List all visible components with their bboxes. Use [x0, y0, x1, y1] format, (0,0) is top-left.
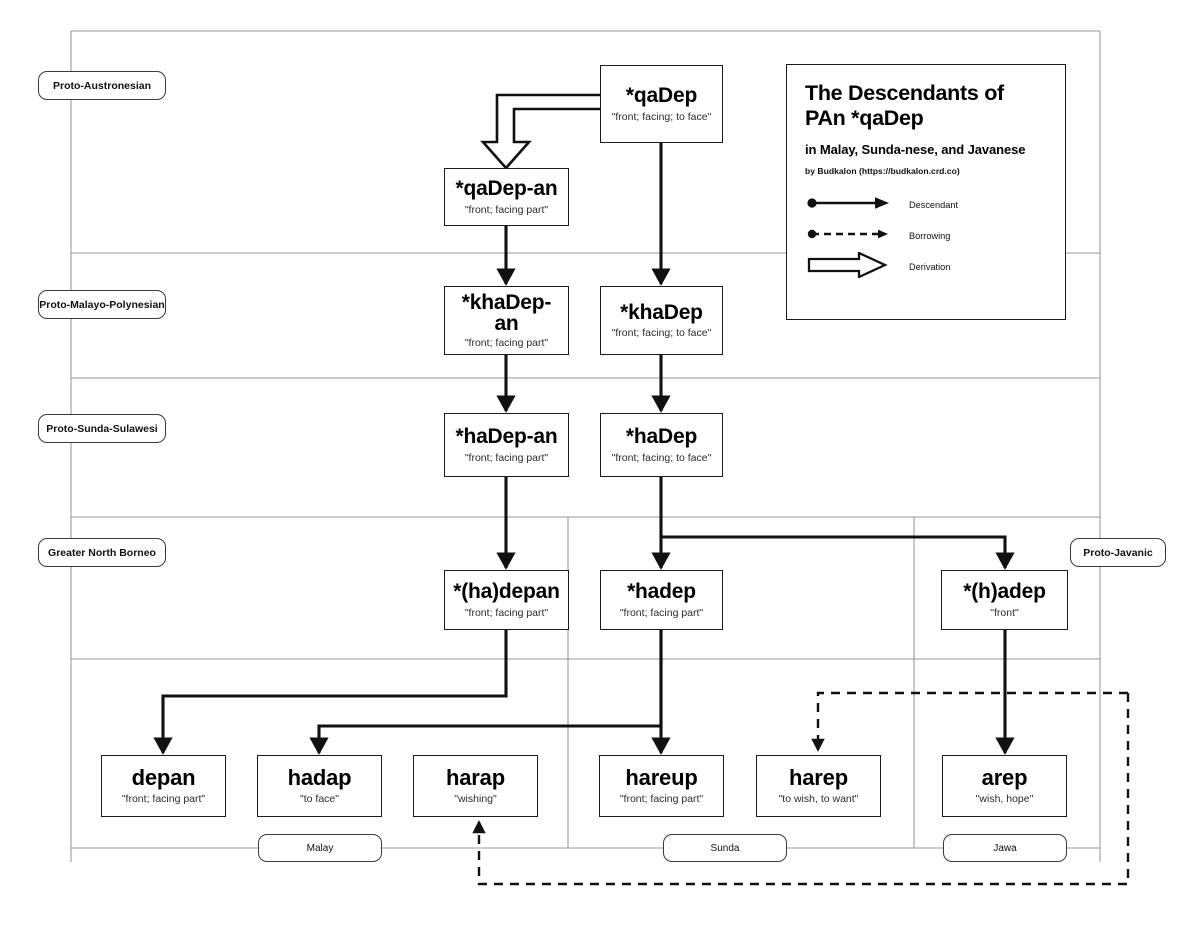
node-gloss: "to wish, to want" [778, 793, 859, 806]
node-form: *khaDep-an [461, 290, 552, 335]
node-gloss: "front; facing; to face" [611, 110, 712, 123]
node-qaDep: *qaDep "front; facing; to face" [600, 65, 723, 143]
legend-panel: The Descendants of PAn *qaDep in Malay, … [786, 64, 1066, 320]
derivation-arrow-icon [805, 251, 909, 283]
node-haDep: *haDep "front; facing; to face" [600, 413, 723, 477]
node-gloss: "front; facing part" [619, 793, 704, 806]
node-form: *(ha)depan [453, 580, 560, 603]
node-form: *(h)adep [963, 580, 1046, 603]
node-harap: harap "wishing" [413, 755, 538, 817]
language-label-text: Malay [306, 842, 334, 854]
node-gloss: "wishing" [454, 793, 497, 806]
node-haDep-an: *haDep-an "front; facing part" [444, 413, 569, 477]
node-gloss: "front; facing part" [619, 606, 704, 619]
node-gloss: "front; facing part" [464, 336, 549, 349]
stage-label-greater-north-borneo: Greater North Borneo [38, 538, 166, 567]
stage-label-proto-javanic: Proto-Javanic [1070, 538, 1166, 567]
node-qaDep-an: *qaDep-an "front; facing part" [444, 168, 569, 226]
legend-byline: by Budkalon (https://budkalon.crd.co) [805, 165, 960, 176]
legend-entries: Descendant Borrowing D [805, 190, 1047, 283]
node-h-adep: *(h)adep "front" [941, 570, 1068, 630]
node-harep: harep "to wish, to want" [756, 755, 881, 817]
node-gloss: "wish, hope" [975, 793, 1034, 806]
node-gloss: "front; facing part" [464, 203, 549, 216]
stage-label-text: Proto-Sunda-Sulawesi [46, 422, 158, 435]
node-form: *haDep [625, 425, 698, 448]
legend-subtitle: in Malay, Sunda-nese, and Javanese [805, 141, 1026, 157]
legend-row-descendant: Descendant [805, 190, 1047, 221]
language-label-malay: Malay [258, 834, 382, 862]
node-form: harap [446, 765, 505, 791]
node-depan: depan "front; facing part" [101, 755, 226, 817]
borrowing-arrow-icon [805, 225, 909, 248]
edge-arep-harep [811, 691, 1128, 752]
legend-title-line1: The Descendants of [805, 81, 1004, 105]
edge-haDep-hadep2 [661, 535, 1015, 570]
legend-row-derivation: Derivation [805, 251, 1047, 283]
descendant-arrow-icon [805, 194, 909, 217]
stage-label-proto-malayo-polynesian: Proto-Malayo-Polynesian [38, 290, 166, 319]
language-label-sunda: Sunda [663, 834, 787, 862]
node-form: arep [981, 765, 1028, 791]
node-form: hadap [287, 765, 352, 791]
node-form: depan [131, 765, 196, 791]
node-form: hareup [625, 765, 698, 791]
node-gloss: "front" [990, 606, 1019, 619]
language-label-text: Sunda [710, 842, 740, 854]
stage-label-text: Proto-Javanic [1083, 546, 1153, 559]
stage-label-text: Proto-Austronesian [52, 79, 151, 92]
stage-label-proto-austronesian: Proto-Austronesian [38, 71, 166, 100]
legend-label: Descendant [909, 200, 959, 211]
node-hadep: *hadep "front; facing part" [600, 570, 723, 630]
node-gloss: "front; facing part" [464, 451, 549, 464]
stage-label-text: Proto-Malayo-Polynesian [39, 298, 165, 311]
node-hareup: hareup "front; facing part" [599, 755, 724, 817]
node-ha-depan: *(ha)depan "front; facing part" [444, 570, 569, 630]
stage-label-text: Greater North Borneo [48, 546, 156, 559]
language-label-jawa: Jawa [943, 834, 1067, 862]
node-arep: arep "wish, hope" [942, 755, 1067, 817]
legend-label: Derivation [909, 262, 951, 273]
legend-title: The Descendants of PAn *qaDep [805, 81, 1047, 131]
node-gloss: "front; facing; to face" [611, 451, 712, 464]
node-form: *khaDep [620, 300, 703, 324]
node-form: *qaDep [625, 84, 698, 107]
node-khaDep-an: *khaDep-an "front; facing part" [444, 286, 569, 355]
node-form: *haDep-an [455, 425, 558, 448]
node-gloss: "front; facing part" [464, 606, 549, 619]
node-form: *qaDep-an [455, 177, 558, 200]
node-khaDep: *khaDep "front; facing; to face" [600, 286, 723, 355]
legend-label: Borrowing [909, 231, 951, 242]
language-label-text: Jawa [993, 842, 1017, 854]
node-hadap: hadap "to face" [257, 755, 382, 817]
legend-title-line2: PAn *qaDep [805, 105, 924, 130]
node-gloss: "to face" [300, 793, 339, 806]
node-gloss: "front; facing part" [121, 793, 206, 806]
edge-hadep-hadap [309, 630, 663, 755]
edge-hadepan-depan [153, 630, 508, 755]
node-form: harep [789, 765, 848, 791]
legend-row-borrowing: Borrowing [805, 221, 1047, 252]
stage-label-proto-sunda-sulawesi: Proto-Sunda-Sulawesi [38, 414, 166, 443]
node-gloss: "front; facing; to face" [611, 327, 712, 340]
derivation-edge-qaDep-qaDepan [480, 93, 601, 170]
node-form: *hadep [627, 580, 696, 603]
